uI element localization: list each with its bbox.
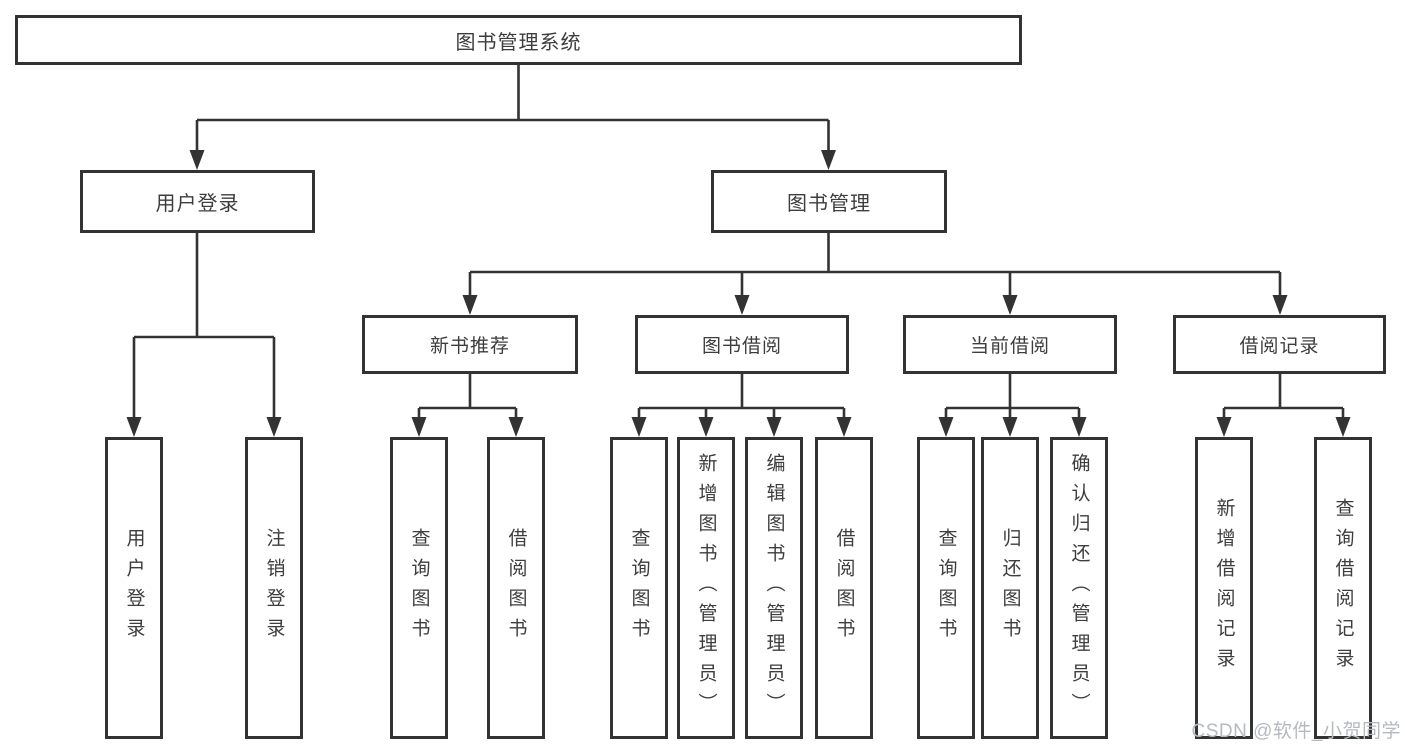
node-label: 查询借阅记录: [1332, 498, 1354, 678]
edge-curborrow-to-leaves: [944, 374, 1081, 420]
arrowhead: [766, 417, 782, 437]
node-leaf-query-books: 查询图书: [917, 437, 975, 739]
node-label: 图书管理: [787, 193, 871, 215]
node-leaf-add-borrow-record: 新增借阅记录: [1195, 437, 1253, 739]
arrowhead: [411, 417, 427, 437]
edge-userlogin-to-leaves: [132, 233, 276, 420]
node-label: 归还图书: [999, 528, 1021, 648]
arrowhead: [1216, 417, 1232, 437]
arrowhead: [1002, 295, 1018, 315]
arrowhead: [1071, 417, 1087, 437]
arrowhead: [266, 417, 282, 437]
node-leaf-query-books: 查询图书: [610, 437, 668, 739]
arrowheads: [126, 150, 1351, 437]
arrowhead: [836, 417, 852, 437]
node-label: 用户登录: [123, 528, 145, 648]
node-leaf-query-borrow-record: 查询借阅记录: [1314, 437, 1372, 739]
node-label: 借阅图书: [833, 528, 855, 648]
node-leaf-edit-books-admin: 编辑图书（管理员）: [745, 437, 803, 739]
arrowhead: [1272, 295, 1288, 315]
node-label: 确认归还（管理员）: [1068, 453, 1090, 723]
node-leaf-logout: 注销登录: [245, 437, 303, 739]
node-label: 图书借阅: [701, 336, 782, 357]
arrowhead: [631, 417, 647, 437]
arrowhead: [1335, 417, 1351, 437]
edge-newbookrec-to-leaves: [417, 374, 518, 420]
arrowhead: [698, 417, 714, 437]
node-label: 当前借阅: [969, 336, 1050, 357]
node-leaf-borrow-books: 借阅图书: [487, 437, 545, 739]
node-leaf-user-login: 用户登录: [105, 437, 163, 739]
arrowhead: [821, 150, 836, 170]
node-label: 用户登录: [155, 193, 240, 215]
node-leaf-borrow-books: 借阅图书: [815, 437, 873, 739]
node-label: 新增借阅记录: [1213, 498, 1235, 678]
arrowhead: [508, 417, 524, 437]
node-leaf-confirm-return-admin: 确认归还（管理员）: [1050, 437, 1108, 739]
node-label: 编辑图书（管理员）: [763, 453, 785, 723]
arrowhead: [734, 295, 750, 315]
arrowhead: [462, 295, 478, 315]
node-user-login: 用户登录: [80, 170, 315, 233]
edge-root-to-level2: [195, 65, 830, 152]
arrowhead: [1002, 417, 1018, 437]
node-leaf-return-books: 归还图书: [981, 437, 1039, 739]
edge-borrowrec-to-leaves: [1222, 374, 1345, 420]
node-label: 新增图书（管理员）: [695, 453, 717, 723]
arrowhead: [126, 417, 142, 437]
node-label: 查询图书: [628, 528, 650, 648]
node-label: 新书推荐: [429, 336, 510, 357]
csdn-watermark: CSDN @软件_小贺同学: [1191, 721, 1401, 742]
arrowhead: [938, 417, 954, 437]
arrowhead: [189, 150, 205, 170]
node-label: 图书管理系统: [455, 31, 582, 54]
node-label: 查询图书: [408, 528, 430, 648]
node-book-management: 图书管理: [711, 170, 947, 233]
node-leaf-query-books: 查询图书: [390, 437, 448, 739]
node-new-book-recommend: 新书推荐: [362, 315, 578, 374]
node-leaf-add-books-admin: 新增图书（管理员）: [677, 437, 735, 739]
node-borrow-record: 借阅记录: [1173, 315, 1386, 374]
node-label: 借阅图书: [505, 528, 527, 648]
node-root-system: 图书管理系统: [15, 15, 1022, 65]
edge-bookmgmt-to-level3: [468, 233, 1282, 298]
node-current-borrow: 当前借阅: [903, 315, 1117, 374]
node-book-borrow: 图书借阅: [635, 315, 849, 374]
edge-bookborrow-to-leaves: [637, 374, 846, 420]
node-label: 查询图书: [935, 528, 957, 648]
node-label: 借阅记录: [1239, 336, 1320, 357]
node-label: 注销登录: [263, 528, 285, 648]
